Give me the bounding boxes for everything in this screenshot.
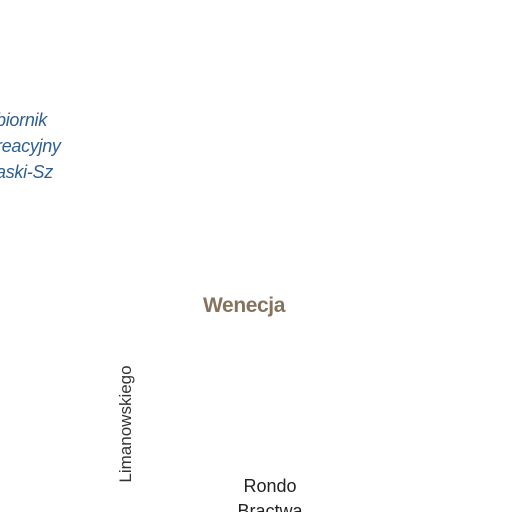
- place-label-line-2: Bractwa: [237, 501, 303, 512]
- water-body-label-line-2: reacyjny: [0, 136, 61, 156]
- water-body-label-line-3: aski-Sz: [0, 162, 53, 182]
- street-label: Limanowskiego: [116, 365, 135, 483]
- place-label-line-1: Rondo: [243, 476, 297, 496]
- district-label: Wenecja: [203, 294, 286, 317]
- water-body-label-line-1: biornik: [0, 110, 47, 130]
